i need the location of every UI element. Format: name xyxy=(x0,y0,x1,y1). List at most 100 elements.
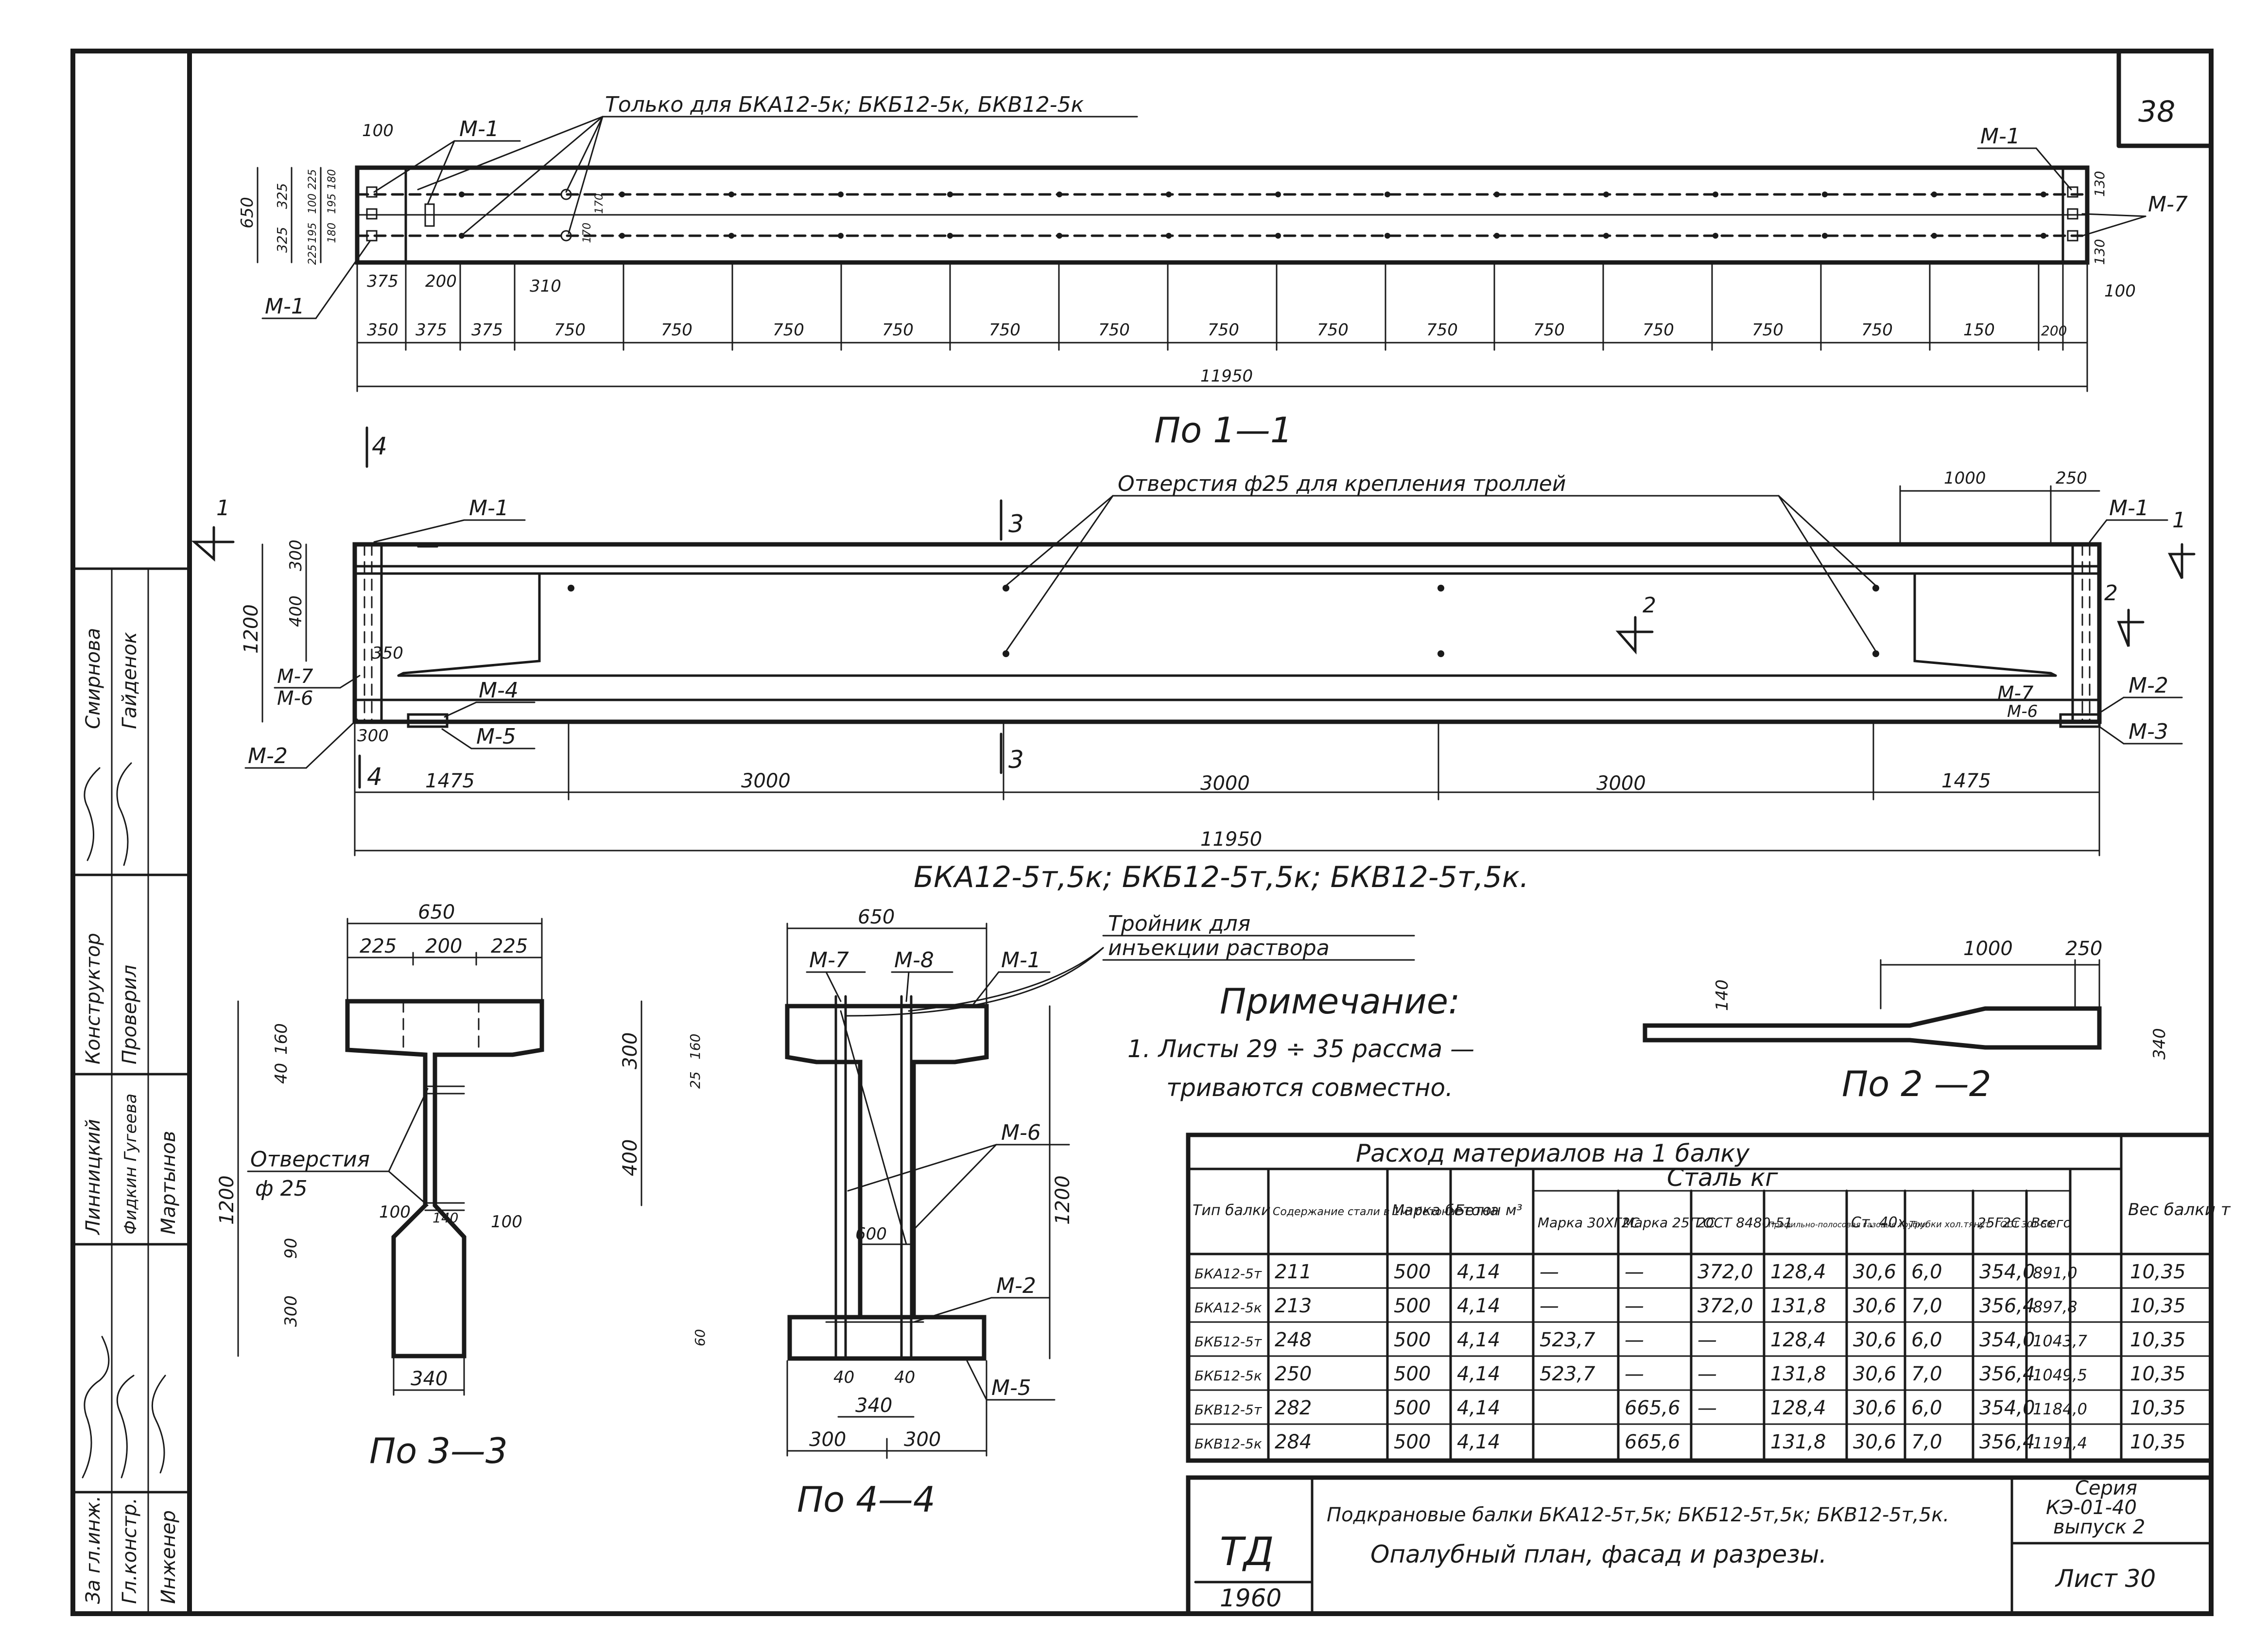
table-cell: 284 xyxy=(1275,1431,1312,1453)
s44-mark-m2: М-2 xyxy=(996,1273,1036,1298)
table-cell: 4,14 xyxy=(1457,1329,1500,1351)
title-description: Подкрановые балки БКА12-5т,5к; БКБ12-5т,… xyxy=(1327,1504,1949,1526)
facade-span-dim: 1475 xyxy=(1941,770,1991,792)
plan-mark-m1-left: М-1 xyxy=(265,294,305,319)
note-line-2: триваются совместно. xyxy=(1166,1074,1453,1102)
table-cell: — xyxy=(1697,1329,1717,1351)
table-cell: 6,0 xyxy=(1911,1397,1942,1419)
table-cell: 6,0 xyxy=(1911,1261,1942,1283)
table-cell: 10,35 xyxy=(2130,1397,2186,1419)
facade-mark-m7-right: М-7 xyxy=(1997,682,2034,705)
table-header-cell: Ст. 40х xyxy=(1851,1214,1906,1231)
plan-mark-m7: М-7 xyxy=(2148,192,2188,217)
table-cell: 10,35 xyxy=(2130,1329,2186,1351)
table-header-cell: Вес балки т xyxy=(2128,1200,2231,1219)
table-cell: 1043,7 xyxy=(2033,1332,2088,1350)
s33-dim: 160 xyxy=(272,1023,291,1055)
table-cell: 248 xyxy=(1275,1329,1312,1351)
s44-mark-m6: М-6 xyxy=(1001,1120,1041,1145)
facade-span-dim: 3000 xyxy=(1200,772,1250,795)
s22-dim: 250 xyxy=(2065,938,2102,960)
s33-dim: 140 xyxy=(433,1210,458,1226)
facade-span-dim: 3000 xyxy=(1596,772,1646,795)
table-cell: 250 xyxy=(1275,1363,1312,1385)
section-label: 1 xyxy=(2172,508,2186,533)
plan-mark-m1-right: М-1 xyxy=(1980,124,2020,149)
table-cell: 665,6 xyxy=(1625,1397,1680,1419)
facade-title: БКА12-5т,5к; БКБ12-5т,5к; БКВ12-5т,5к. xyxy=(914,860,1529,894)
plan-span-dim: 375 xyxy=(416,320,447,340)
facade-span-dim: 3000 xyxy=(741,770,791,792)
s44-mark-m7: М-7 xyxy=(809,948,849,973)
table-cell: 897,8 xyxy=(2033,1298,2078,1316)
plan-total-dim: 11950 xyxy=(1200,366,1253,386)
section-label: 3 xyxy=(1008,510,1024,538)
facade-mark-m1-right: М-1 xyxy=(2109,496,2149,521)
plan-dim-130: 130 xyxy=(2092,239,2108,265)
plan-dim-left: 180 xyxy=(326,169,338,190)
s33-dim: 225 xyxy=(360,935,397,958)
facade-dim-350: 350 xyxy=(372,644,403,663)
plan-span-dim: 750 xyxy=(661,320,693,340)
title-sheet: Лист 30 xyxy=(2055,1565,2156,1593)
s33-dim: 90 xyxy=(281,1238,301,1259)
table-header-cell: Бетон м³ xyxy=(1455,1202,1523,1219)
plan-span-dim: 750 xyxy=(554,320,586,340)
table-cell: — xyxy=(1540,1295,1559,1317)
plan-span-dim: 750 xyxy=(882,320,914,340)
sheet-frame xyxy=(70,49,2214,1616)
section-label: 1 xyxy=(216,496,230,521)
table-cell: 500 xyxy=(1394,1329,1431,1351)
table-row-type: БКБ12-5к xyxy=(1195,1368,1262,1384)
table-header-cell: ГОСТ 8480-51 xyxy=(1696,1215,1793,1231)
note-heading: Примечание: xyxy=(1220,981,1460,1022)
section-label: 2 xyxy=(2104,581,2118,606)
table-cell: 10,35 xyxy=(2130,1295,2186,1317)
table-cell: 211 xyxy=(1275,1261,1312,1283)
s44-tee-note-1: Тройник для xyxy=(1108,911,1250,936)
table-cell: 10,35 xyxy=(2130,1363,2186,1385)
s22-dim: 1000 xyxy=(1963,938,2013,960)
s44-dim: 40 xyxy=(894,1368,915,1387)
plan-dim-200: 200 xyxy=(425,272,457,291)
s33-dim: 225 xyxy=(491,935,528,958)
s44-dim: 600 xyxy=(855,1224,887,1244)
plan-dim-left: 100 xyxy=(307,193,319,214)
table-row-type: БКВ12-5к xyxy=(1195,1436,1262,1452)
table-cell: 10,35 xyxy=(2130,1261,2186,1283)
s44-tee-note-2: инъекции раствора xyxy=(1108,936,1330,960)
facade-mark-m6-left: М-6 xyxy=(277,687,313,710)
s44-dim: 1200 xyxy=(1052,1175,1074,1225)
table-cell: 372,0 xyxy=(1697,1295,1753,1317)
s33-dim: 100 xyxy=(491,1212,522,1232)
facade-span-dim: 1475 xyxy=(425,770,475,792)
table-cell: 372,0 xyxy=(1697,1261,1753,1283)
s33-dim: 1200 xyxy=(216,1175,238,1225)
s44-dim: 25 xyxy=(687,1071,703,1089)
title-logo: ТД xyxy=(1220,1529,1274,1574)
s33-holes-dia: ф 25 xyxy=(255,1176,308,1201)
table-cell: 1049,5 xyxy=(2033,1366,2087,1384)
plan-span-dim: 750 xyxy=(1208,320,1239,340)
plan-span-dim: 375 xyxy=(471,320,503,340)
table-cell: 354,0 xyxy=(1979,1261,2035,1283)
title-issue: выпуск 2 xyxy=(2053,1516,2145,1538)
plan-dim-310: 310 xyxy=(530,277,561,296)
plan-mark-m1: М-1 xyxy=(459,117,499,141)
stamp-role2-1: Конструктор xyxy=(82,933,104,1064)
s33-dim: 650 xyxy=(418,901,455,923)
title-block: ТД 1960 Подкрановые балки БКА12-5т,5к; Б… xyxy=(1186,1475,2214,1616)
table-cell: 1191,4 xyxy=(2033,1434,2087,1452)
plan-span-dim: 750 xyxy=(773,320,804,340)
stamp-name-3: Мартынов xyxy=(157,1131,180,1235)
s22-dim: 140 xyxy=(1713,979,1732,1011)
section-label: 3 xyxy=(1008,746,1024,774)
table-cell: 131,8 xyxy=(1770,1363,1826,1385)
table-cell: — xyxy=(1625,1295,1644,1317)
plan-dim-100-right: 100 xyxy=(2104,281,2136,301)
table-cell: — xyxy=(1697,1363,1717,1385)
stamp-role-3: Инженер xyxy=(157,1510,180,1604)
